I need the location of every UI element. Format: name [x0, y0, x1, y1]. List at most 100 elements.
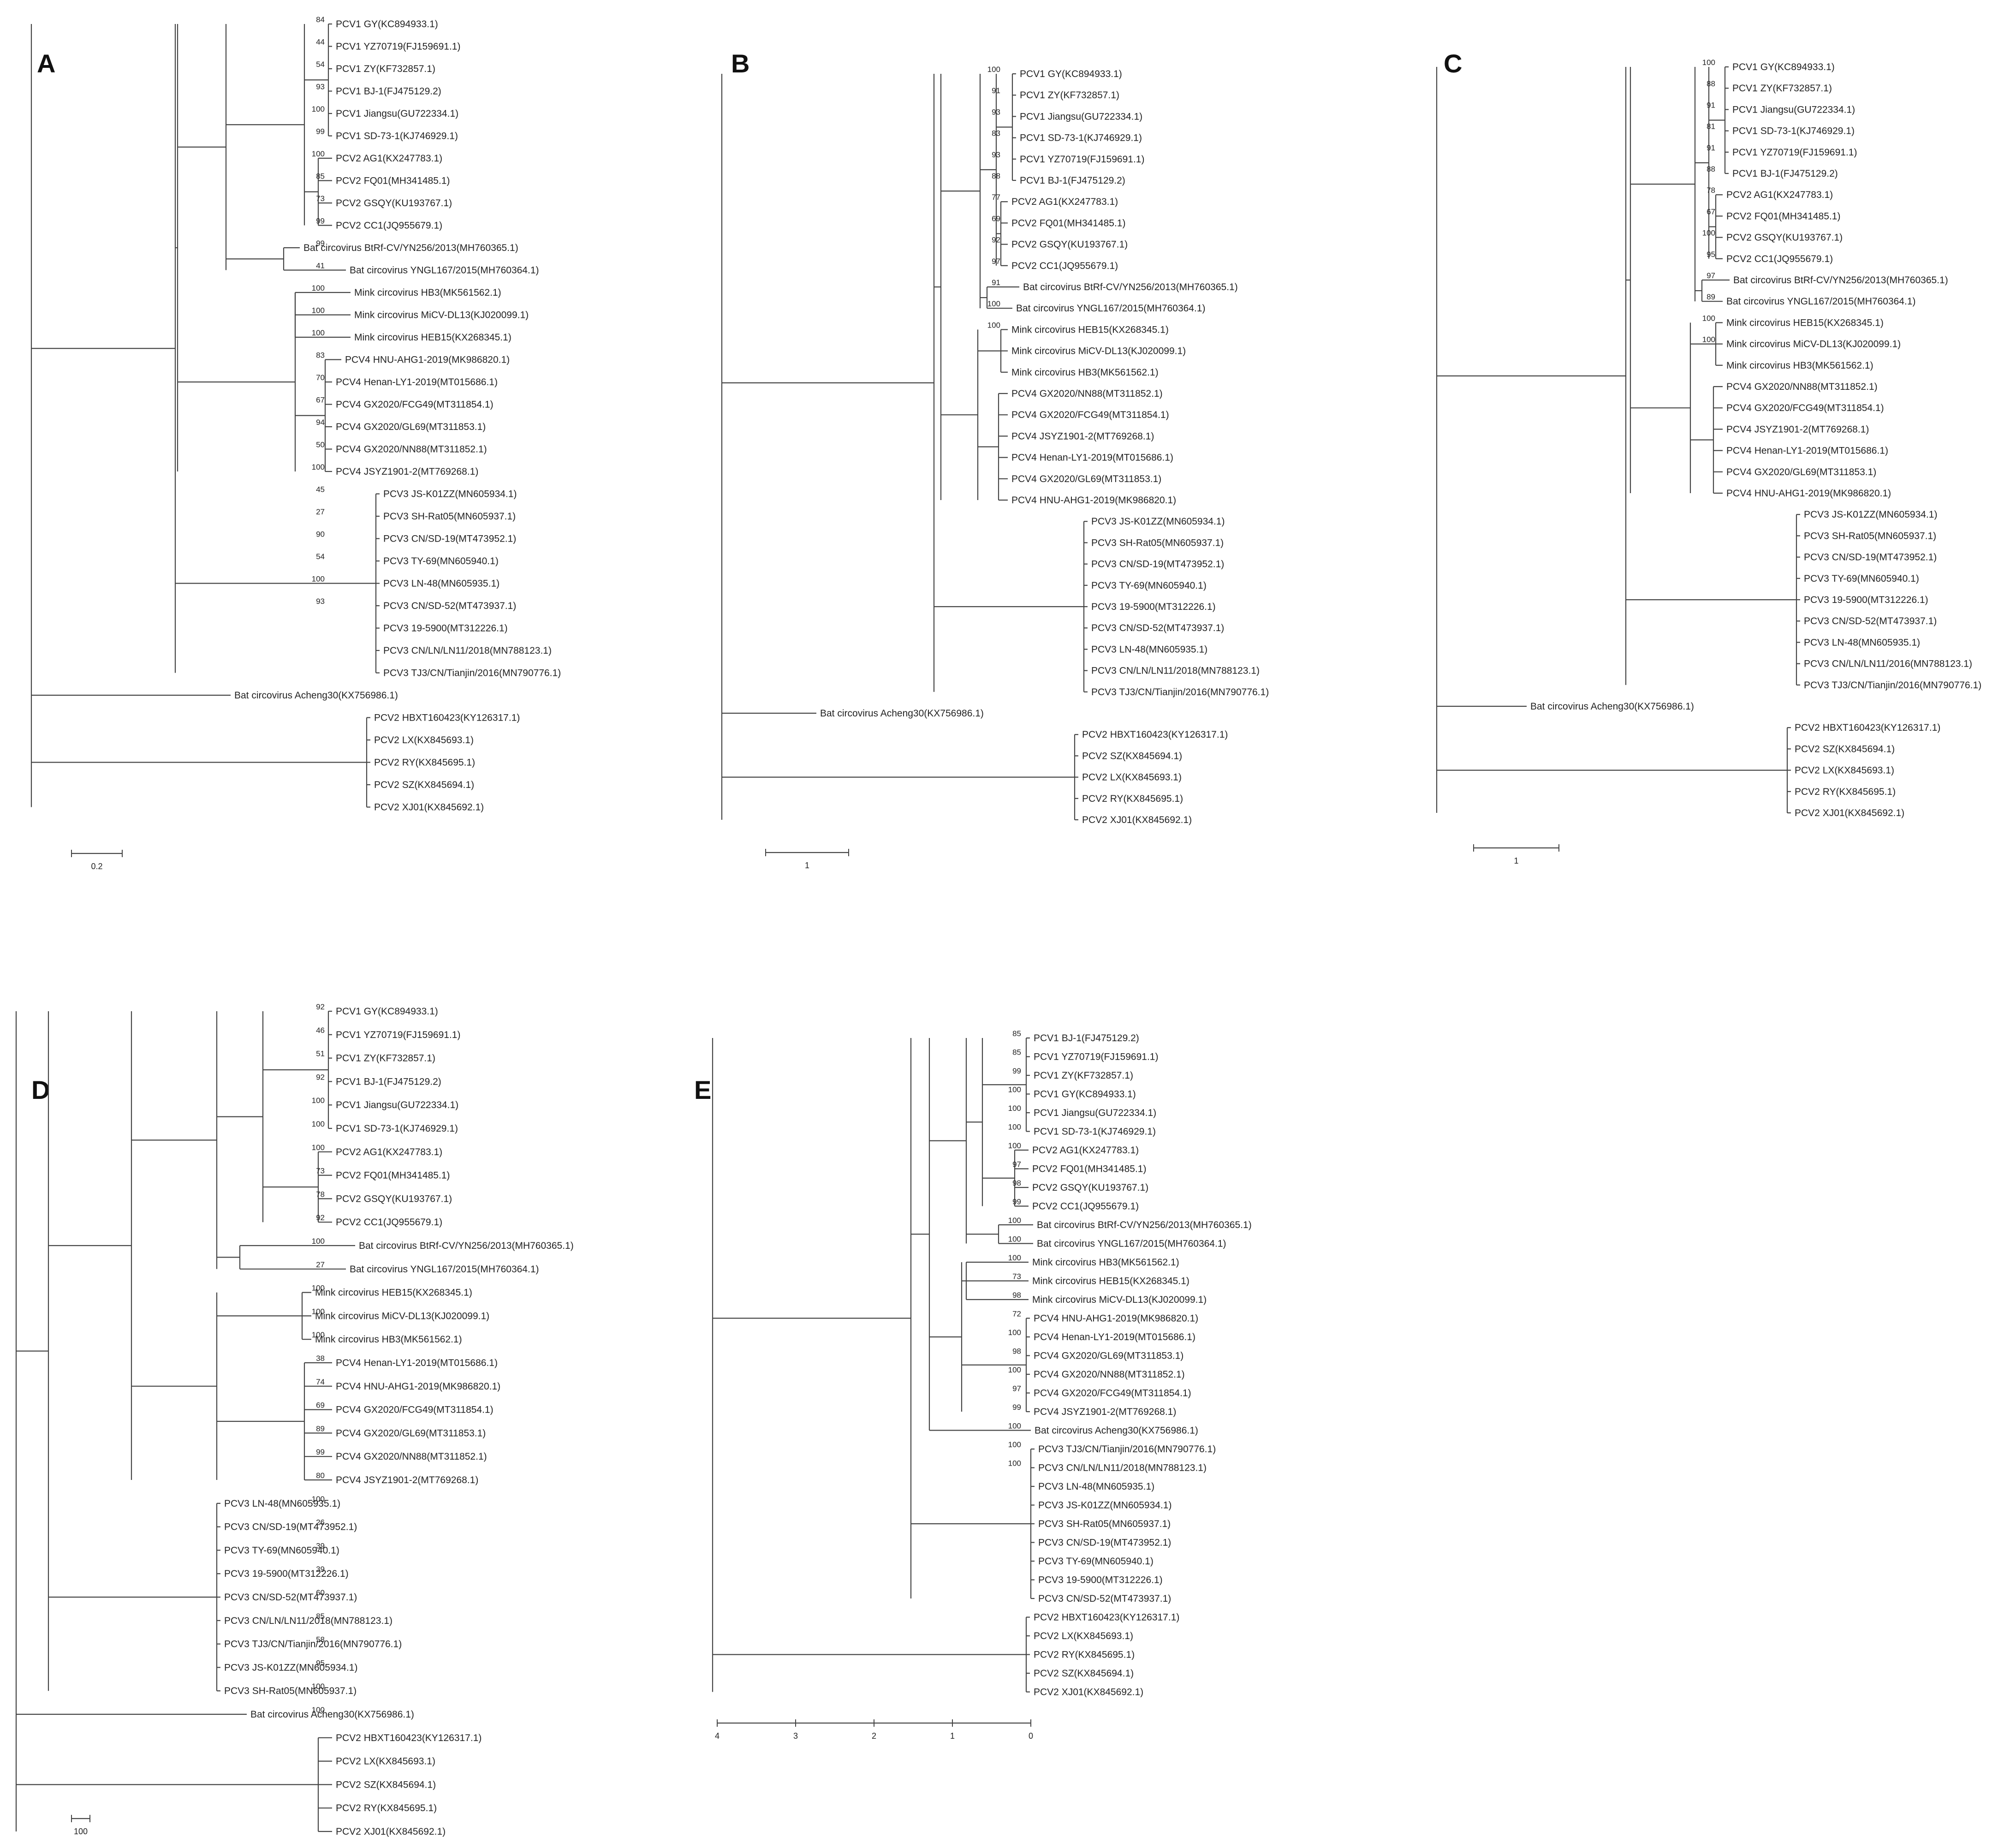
- leaf-label: Mink circovirus MiCV-DL13(KJ020099.1): [1011, 346, 1186, 357]
- leaf-label: PCV4 GX2020/NN88(MT311852.1): [1726, 382, 1878, 392]
- leaf-label: PCV2 XJ01(KX845692.1): [1034, 1687, 1143, 1698]
- bootstrap-value: 100: [1008, 1235, 1021, 1244]
- bootstrap-value: 99: [316, 1448, 325, 1456]
- bootstrap-value: 84: [316, 15, 325, 24]
- leaf-label: Mink circovirus MiCV-DL13(KJ020099.1): [1032, 1294, 1207, 1305]
- leaf-label: Bat circovirus BtRf-CV/YN256/2013(MH7603…: [1023, 282, 1238, 292]
- leaf-label: PCV4 HNU-AHG1-2019(MK986820.1): [1726, 488, 1891, 499]
- leaf-label: PCV3 19-5900(MT312226.1): [1038, 1575, 1163, 1586]
- leaf-label: PCV4 GX2020/GL69(MT311853.1): [1034, 1351, 1183, 1361]
- bootstrap-value: 100: [312, 105, 325, 113]
- leaf-label: PCV4 JSYZ1901-2(MT769268.1): [1726, 424, 1869, 435]
- bootstrap-value: 60: [316, 1588, 325, 1597]
- leaf-label: PCV1 ZY(KF732857.1): [1732, 83, 1832, 94]
- bootstrap-value: 85: [316, 1612, 325, 1621]
- leaf-label: PCV2 AG1(KX247783.1): [336, 153, 442, 164]
- bootstrap-value: 100: [312, 149, 325, 158]
- bootstrap-value: 100: [312, 1143, 325, 1152]
- leaf-label: Bat circovirus BtRf-CV/YN256/2013(MH7603…: [303, 243, 518, 253]
- leaf-label: PCV3 CN/SD-52(MT473937.1): [224, 1592, 357, 1603]
- leaf-label: Bat circovirus Acheng30(KX756986.1): [1035, 1425, 1198, 1436]
- leaf-label: PCV3 CN/LN/LN11/2018(MN788123.1): [1038, 1463, 1207, 1473]
- leaf-label: PCV1 YZ70719(FJ159691.1): [1732, 147, 1857, 158]
- leaf-label: PCV3 CN/LN/LN11/2018(MN788123.1): [1091, 666, 1260, 676]
- bootstrap-value: 80: [316, 1471, 325, 1480]
- leaf-label: PCV1 YZ70719(FJ159691.1): [336, 42, 460, 52]
- leaf-label: PCV4 Henan-LY1-2019(MT015686.1): [1726, 446, 1888, 456]
- leaf-label: PCV1 Jiangsu(GU722334.1): [1020, 111, 1142, 122]
- leaf-label: PCV3 CN/LN/LN11/2018(MN788123.1): [383, 645, 552, 656]
- leaf-label: PCV3 CN/SD-52(MT473937.1): [383, 601, 516, 611]
- leaf-label: PCV4 HNU-AHG1-2019(MK986820.1): [1034, 1313, 1198, 1324]
- leaf-label: PCV2 GSQY(KU193767.1): [1011, 239, 1128, 250]
- leaf-label: PCV1 BJ-1(FJ475129.2): [336, 86, 441, 97]
- leaf-label: PCV2 FQ01(MH341485.1): [1011, 218, 1125, 228]
- bootstrap-value: 85: [316, 172, 325, 181]
- leaf-label: PCV2 LX(KX845693.1): [1034, 1631, 1133, 1641]
- leaf-label: PCV3 TJ3/CN/Tianjin/2016(MN790776.1): [383, 668, 561, 679]
- leaf-label: PCV2 GSQY(KU193767.1): [336, 1193, 452, 1204]
- leaf-label: PCV1 GY(KC894933.1): [336, 1006, 438, 1017]
- scale-bar-label: 1: [805, 861, 809, 870]
- leaf-label: PCV2 LX(KX845693.1): [1082, 772, 1182, 783]
- leaf-label: PCV4 GX2020/GL69(MT311853.1): [336, 1428, 486, 1438]
- bootstrap-value: 88: [1707, 79, 1715, 88]
- bootstrap-value: 100: [987, 299, 1000, 308]
- leaf-label: PCV1 ZY(KF732857.1): [1020, 90, 1119, 101]
- leaf-label: Bat circovirus YNGL167/2015(MH760364.1): [1016, 303, 1206, 314]
- bootstrap-value: 99: [1012, 1403, 1021, 1412]
- leaf-label: PCV2 AG1(KX247783.1): [1032, 1145, 1139, 1156]
- leaf-label: PCV3 CN/SD-52(MT473937.1): [1804, 616, 1937, 626]
- leaf-label: Bat circovirus BtRf-CV/YN256/2013(MH7603…: [359, 1241, 574, 1251]
- bootstrap-value: 74: [316, 1378, 325, 1386]
- bootstrap-value: 73: [316, 1167, 325, 1175]
- leaf-label: PCV1 SD-73-1(KJ746929.1): [1732, 126, 1855, 137]
- bootstrap-value: 100: [312, 1096, 325, 1105]
- leaf-label: Bat circovirus YNGL167/2015(MH760364.1): [1037, 1239, 1226, 1249]
- leaf-label: Bat circovirus Acheng30(KX756986.1): [250, 1709, 414, 1720]
- leaf-label: PCV1 YZ70719(FJ159691.1): [1020, 154, 1144, 165]
- bootstrap-value: 38: [316, 1354, 325, 1363]
- bootstrap-value: 100: [1008, 1422, 1021, 1431]
- leaf-label: PCV1 BJ-1(FJ475129.2): [336, 1076, 441, 1087]
- leaf-label: PCV4 GX2020/NN88(MT311852.1): [1011, 388, 1163, 399]
- leaf-label: Mink circovirus MiCV-DL13(KJ020099.1): [354, 310, 529, 321]
- bootstrap-value: 69: [992, 214, 1000, 223]
- leaf-label: PCV4 GX2020/FCG49(MT311854.1): [336, 400, 494, 410]
- leaf-label: PCV2 HBXT160423(KY126317.1): [1082, 729, 1228, 740]
- bootstrap-value: 78: [316, 1190, 325, 1199]
- leaf-label: PCV4 Henan-LY1-2019(MT015686.1): [1011, 453, 1173, 463]
- leaf-label: PCV3 TJ3/CN/Tianjin/2016(MN790776.1): [1038, 1444, 1216, 1455]
- bootstrap-value: 92: [316, 1002, 325, 1011]
- leaf-label: PCV1 Jiangsu(GU722334.1): [1034, 1108, 1156, 1118]
- bootstrap-value: 26: [316, 1518, 325, 1527]
- leaf-label: PCV2 AG1(KX247783.1): [1011, 197, 1118, 207]
- leaf-label: PCV4 GX2020/FCG49(MT311854.1): [336, 1405, 494, 1415]
- leaf-label: PCV3 JS-K01ZZ(MN605934.1): [224, 1662, 357, 1673]
- leaf-label: PCV1 BJ-1(FJ475129.2): [1020, 175, 1125, 186]
- leaf-label: PCV2 LX(KX845693.1): [374, 735, 474, 746]
- leaf-label: PCV3 SH-Rat05(MN605937.1): [383, 511, 516, 522]
- leaf-label: PCV3 TJ3/CN/Tianjin/2016(MN790776.1): [1804, 680, 1981, 691]
- leaf-label: PCV3 LN-48(MN605935.1): [383, 579, 500, 589]
- leaf-label: PCV2 CC1(JQ955679.1): [1032, 1201, 1139, 1212]
- leaf-label: PCV4 GX2020/FCG49(MT311854.1): [1726, 403, 1884, 413]
- leaf-label: Bat circovirus YNGL167/2015(MH760364.1): [1726, 296, 1916, 307]
- leaf-label: PCV3 TJ3/CN/Tianjin/2016(MN790776.1): [224, 1639, 402, 1650]
- bootstrap-value: 100: [1008, 1459, 1021, 1468]
- axis-tick-label: 4: [715, 1731, 720, 1741]
- leaf-label: PCV3 SH-Rat05(MN605937.1): [224, 1686, 357, 1696]
- leaf-label: PCV2 SZ(KX845694.1): [1034, 1668, 1134, 1679]
- leaf-label: PCV3 JS-K01ZZ(MN605934.1): [383, 489, 517, 500]
- bootstrap-value: 85: [1012, 1029, 1021, 1038]
- panel-label: A: [37, 49, 56, 78]
- bootstrap-value: 77: [992, 193, 1000, 202]
- leaf-label: Mink circovirus HB3(MK561562.1): [1011, 367, 1159, 378]
- leaf-label: PCV2 RY(KX845695.1): [1034, 1650, 1135, 1660]
- scale-bar-label: 100: [74, 1827, 88, 1836]
- leaf-label: PCV1 Jiangsu(GU722334.1): [336, 1100, 458, 1110]
- leaf-label: PCV2 GSQY(KU193767.1): [1726, 233, 1843, 243]
- leaf-label: Bat circovirus YNGL167/2015(MH760364.1): [350, 1264, 539, 1275]
- leaf-label: PCV1 YZ70719(FJ159691.1): [1034, 1052, 1158, 1062]
- leaf-label: PCV2 RY(KX845695.1): [1082, 793, 1183, 804]
